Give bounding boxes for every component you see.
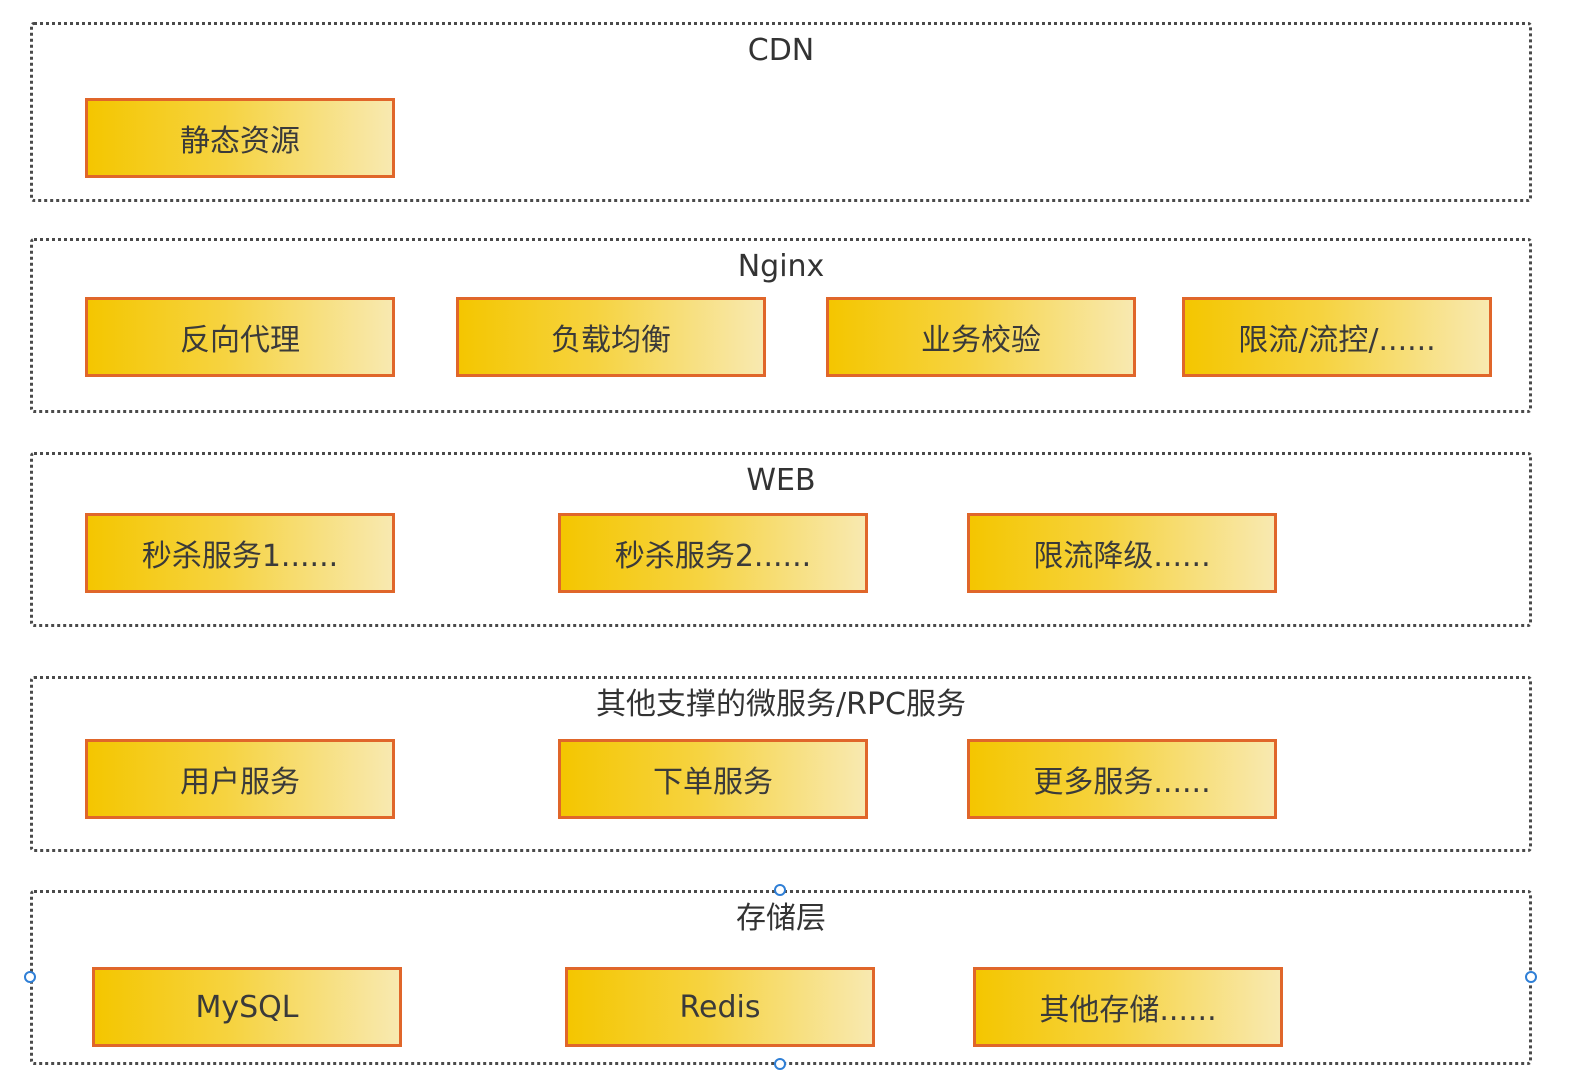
node-rate-limiting[interactable]: 限流/流控/...... [1182,297,1492,377]
layer-title: 其他支撑的微服务/RPC服务 [596,687,966,722]
layer-title: WEB [746,463,816,498]
node-business-validation[interactable]: 业务校验 [826,297,1136,377]
node-more-services[interactable]: 更多服务...... [967,739,1277,819]
nginx-layer[interactable]: Nginx 反向代理 负载均衡 业务校验 限流/流控/...... [30,238,1532,413]
node-rate-limit-degrade[interactable]: 限流降级...... [967,513,1277,593]
web-layer[interactable]: WEB 秒杀服务1...... 秒杀服务2...... 限流降级...... [30,452,1532,627]
layer-title: CDN [747,33,815,68]
node-user-service[interactable]: 用户服务 [85,739,395,819]
node-redis[interactable]: Redis [565,967,875,1047]
resize-handle-left[interactable] [24,971,36,983]
resize-handle-right[interactable] [1525,971,1537,983]
node-reverse-proxy[interactable]: 反向代理 [85,297,395,377]
node-order-service[interactable]: 下单服务 [558,739,868,819]
rpc-layer[interactable]: 其他支撑的微服务/RPC服务 用户服务 下单服务 更多服务...... [30,676,1532,852]
resize-handle-bottom[interactable] [774,1058,786,1070]
node-mysql[interactable]: MySQL [92,967,402,1047]
node-other-storage[interactable]: 其他存储...... [973,967,1283,1047]
cdn-layer[interactable]: CDN 静态资源 [30,22,1532,202]
node-seckill-service-1[interactable]: 秒杀服务1...... [85,513,395,593]
node-static-resources[interactable]: 静态资源 [85,98,395,178]
layer-title: Nginx [737,249,825,284]
node-load-balancing[interactable]: 负载均衡 [456,297,766,377]
storage-layer[interactable]: 存储层 MySQL Redis 其他存储...... [30,890,1532,1065]
layer-title: 存储层 [736,901,826,936]
node-seckill-service-2[interactable]: 秒杀服务2...... [558,513,868,593]
resize-handle-top[interactable] [774,884,786,896]
